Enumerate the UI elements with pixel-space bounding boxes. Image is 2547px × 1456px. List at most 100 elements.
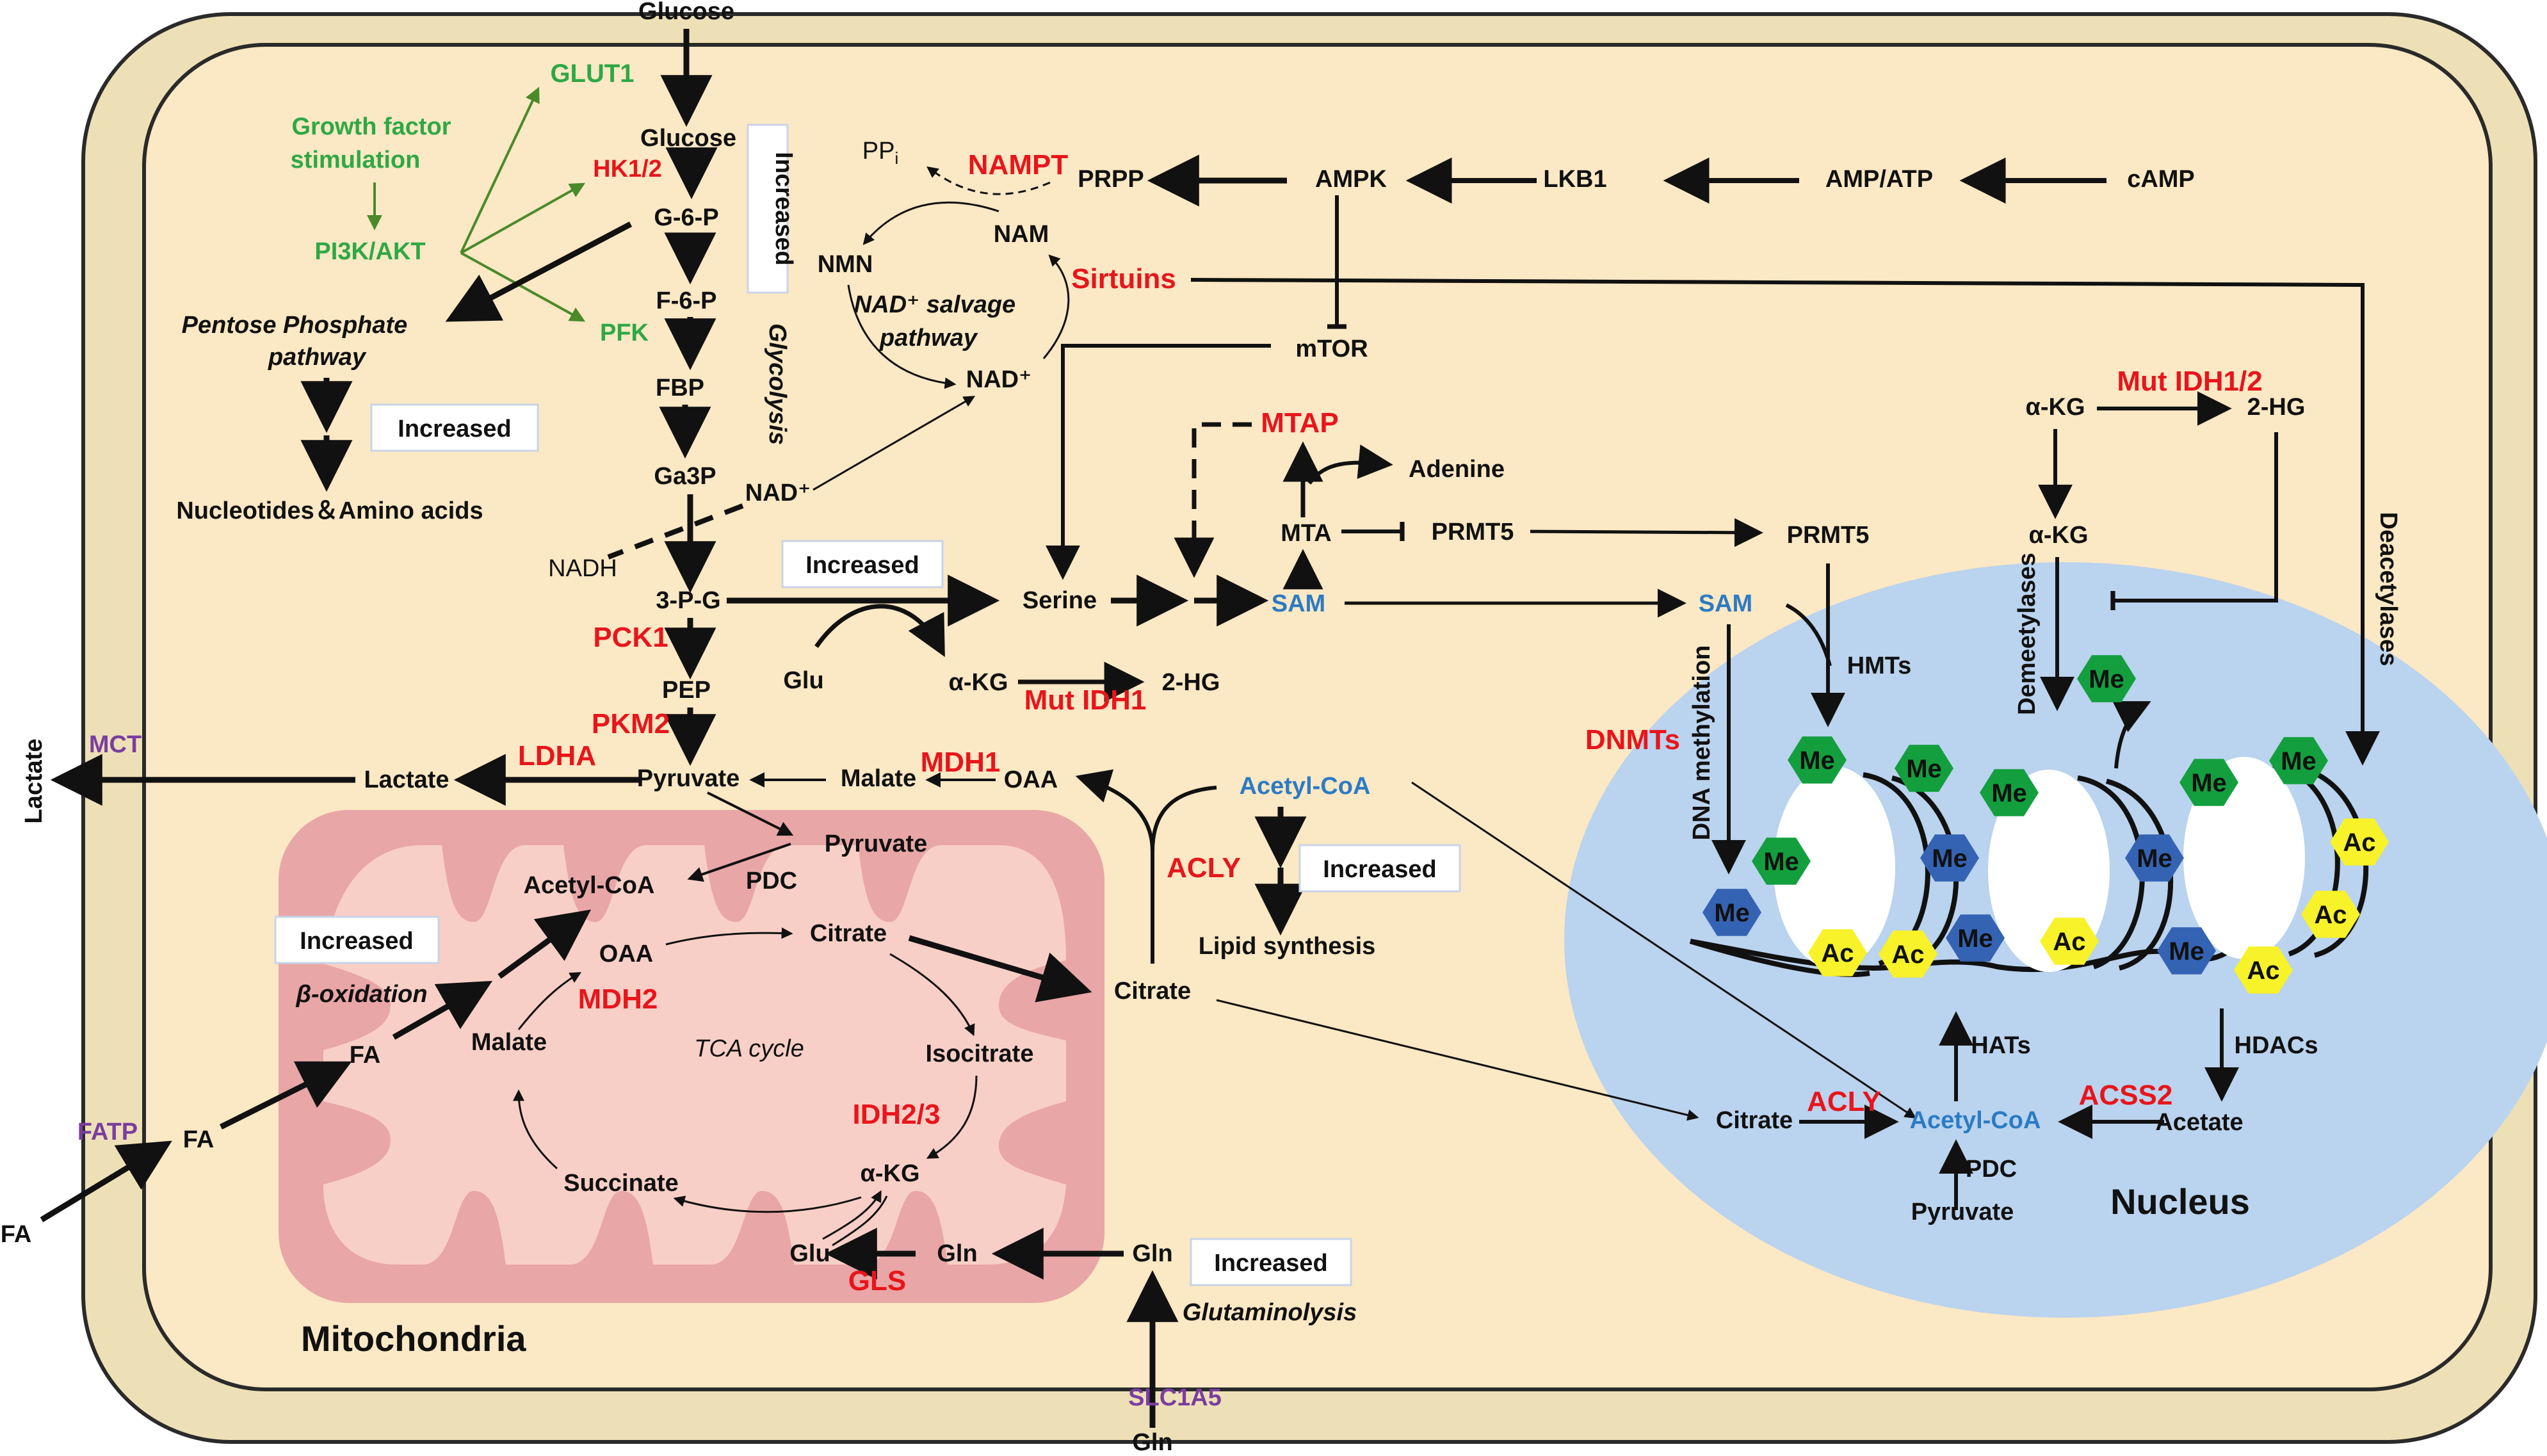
g6p: G-6-P: [654, 204, 718, 231]
nampt: NAMPT: [968, 149, 1069, 181]
acetyl-mark: Ac: [2040, 918, 2099, 965]
mut-idh12: Mut IDH1/2: [2117, 366, 2262, 397]
pck1: PCK1: [593, 622, 668, 653]
mito-title: Mitochondria: [301, 1318, 526, 1359]
deacetylases: Deacetylases: [2375, 512, 2402, 667]
methyl-mark: Me: [1752, 837, 1811, 885]
mut-idh1: Mut IDH1: [1024, 684, 1147, 716]
methyl-mark: Me: [1895, 745, 1953, 792]
3pg: 3-P-G: [656, 587, 720, 614]
methyl-mark-label: Me: [2281, 747, 2317, 775]
mdh1: MDH1: [921, 747, 1001, 778]
nad-plus-salvage: NAD⁺: [966, 366, 1031, 393]
prpp: PRPP: [1078, 166, 1144, 193]
nad-plus: NAD⁺: [745, 480, 811, 506]
idh23: IDH2/3: [853, 1099, 941, 1130]
methyl-mark-label: Me: [1763, 848, 1799, 876]
methyl-mark: Me: [1920, 834, 1979, 882]
dnmts: DNMTs: [1585, 724, 1680, 756]
tca-cycle: TCA cycle: [694, 1035, 804, 1062]
methyl-mark: Me: [2125, 834, 2184, 882]
pyruvate-mito: Pyruvate: [825, 830, 928, 857]
slc1a5: SLC1A5: [1128, 1384, 1222, 1411]
fa-membrane: FA: [183, 1126, 214, 1153]
methyl-mark-label: Me: [2089, 665, 2124, 693]
acss2: ACSS2: [2079, 1080, 2173, 1111]
lipid-synthesis: Lipid synthesis: [1199, 933, 1376, 960]
ppp-increased-box: [370, 403, 539, 452]
acetate: Acetate: [2155, 1109, 2243, 1136]
methyl-mark: Me: [2077, 655, 2136, 702]
methyl-mark: Me: [2179, 759, 2238, 806]
hk12: HK1/2: [593, 156, 662, 182]
ldha-enzyme: LDHA: [518, 740, 596, 772]
hdacs: HDACs: [2235, 1032, 2318, 1059]
pyruvate-nucleus: Pyruvate: [1911, 1199, 2014, 1225]
lactate: Lactate: [364, 766, 449, 793]
nam: NAM: [994, 221, 1049, 248]
serine-increased: Increased: [805, 552, 919, 579]
lkb1: LKB1: [1543, 166, 1606, 193]
acly-nucleus: ACLY: [1807, 1086, 1881, 1117]
methyl-mark: Me: [2269, 737, 2328, 784]
gln-cytosol: Gln: [1132, 1240, 1172, 1267]
nad-salvage-line2: pathway: [879, 325, 978, 352]
serine-increased-box: [781, 540, 944, 588]
fa-extracellular: FA: [1, 1221, 32, 1248]
glu-serine: Glu: [783, 667, 823, 694]
pyruvate: Pyruvate: [637, 765, 740, 792]
citrate-nucleus: Citrate: [1716, 1107, 1793, 1134]
methyl-mark-label: Me: [2191, 769, 2227, 797]
methyl-mark-label: Me: [2137, 845, 2172, 873]
fatp: FATP: [77, 1119, 138, 1145]
lactate-extracellular: Lactate: [20, 738, 47, 823]
nad-salvage-line1: NAD⁺ salvage: [854, 291, 1015, 318]
lipid-increased-box: [1298, 844, 1461, 893]
sam-cytosol: SAM: [1272, 590, 1325, 617]
succinate: Succinate: [563, 1170, 679, 1197]
ppp-increased: Increased: [398, 416, 511, 442]
boxidation-increased: Increased: [300, 928, 413, 955]
dna-methylation: DNA methylation: [1688, 645, 1715, 841]
methyl-mark-label: Me: [1957, 925, 1993, 953]
ppp-line1: Pentose Phosphate: [182, 312, 408, 339]
acetyl-mark: Ac: [1879, 930, 1937, 978]
acetyl-mark-label: Ac: [1891, 941, 1924, 969]
ampk: AMPK: [1315, 166, 1387, 193]
oaa-cytosol: OAA: [1004, 766, 1058, 793]
fa-mito: FA: [350, 1042, 381, 1069]
gln-extracellular: Gln: [1132, 1429, 1172, 1456]
glycolysis-increased: Increased: [770, 152, 797, 265]
glucose: Glucose: [640, 125, 736, 152]
prmt5-cytosol: PRMT5: [1432, 519, 1514, 546]
methyl-mark-label: Me: [1906, 755, 1942, 783]
glu-mito: Glu: [789, 1240, 830, 1267]
camp: cAMP: [2127, 166, 2195, 193]
acetyl-mark: Ac: [1808, 929, 1867, 976]
malate-mito: Malate: [471, 1029, 547, 1056]
ppp-line2: pathway: [268, 344, 367, 371]
pdc-mito: PDC: [746, 868, 797, 894]
acetylcoa-nucleus: Acetyl-CoA: [1910, 1107, 2041, 1134]
amp-atp: AMP/ATP: [1825, 166, 1933, 193]
acetyl-mark-label: Ac: [2343, 829, 2375, 857]
mito-cristae: [323, 845, 1066, 1265]
pi3k-akt: PI3K/AKT: [314, 238, 425, 265]
nmn: NMN: [818, 251, 873, 278]
2hg-nucleus: 2-HG: [2247, 394, 2306, 421]
acly-cytosol: ACLY: [1167, 852, 1241, 884]
gln-increased-box: [1190, 1238, 1352, 1286]
mta: MTA: [1281, 520, 1332, 547]
methyl-mark-label: Me: [1991, 779, 2027, 807]
methyl-mark-label: Me: [1714, 899, 1750, 927]
glycolysis-label: Glycolysis: [764, 323, 791, 445]
sam-nucleus: SAM: [1699, 590, 1752, 617]
akg-nucleus-2: α-KG: [2028, 522, 2088, 549]
serine: Serine: [1023, 587, 1097, 614]
malate-cytosol: Malate: [841, 765, 916, 792]
pdc-nucleus: PDC: [1966, 1156, 2017, 1183]
nadh: NADH: [548, 555, 617, 582]
acetylcoa-cytosol: Acetyl-CoA: [1240, 773, 1371, 800]
